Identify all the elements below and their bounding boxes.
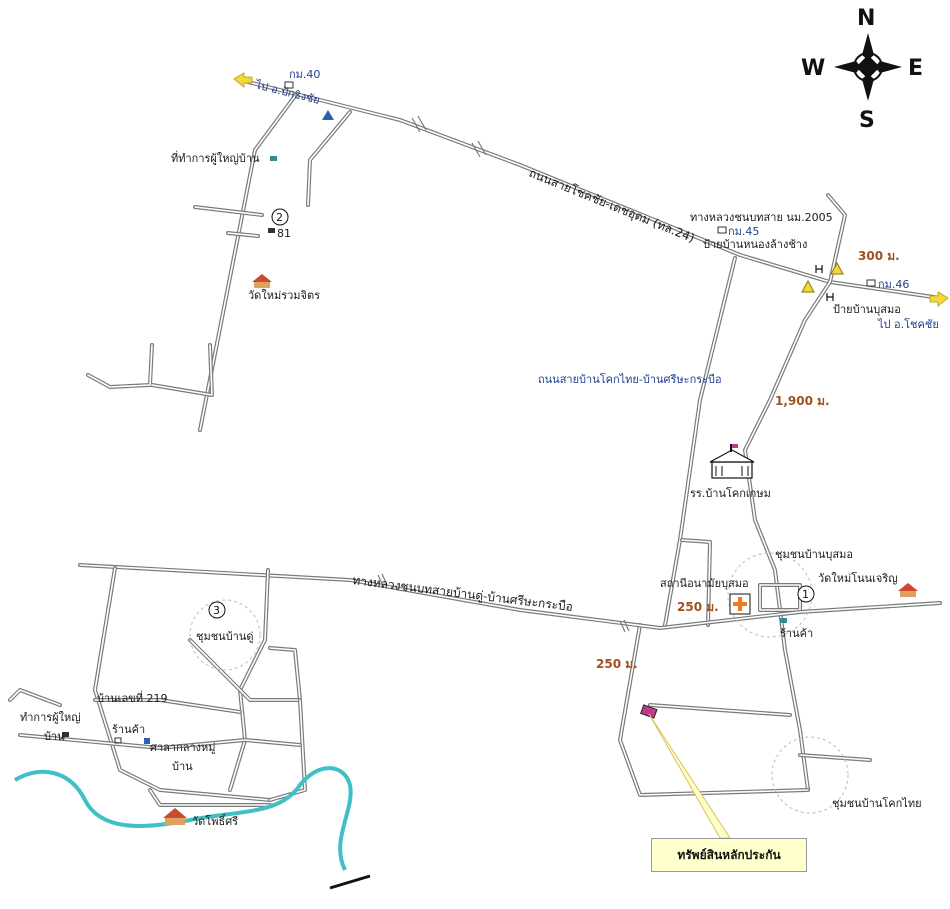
km-post-icon [284, 81, 876, 287]
compass-south: S [859, 108, 875, 133]
compass-west: W [801, 56, 825, 81]
label-health-station: สถานีอนามัยบุสมอ [660, 577, 749, 590]
khok-thai-community-area [771, 736, 849, 814]
collateral-parcel-marker [640, 704, 658, 719]
label-dist-250-a: 250 ม. [677, 600, 719, 614]
marker-circle-3-label: 3 [213, 604, 220, 617]
label-village-head-office-left-1: ทำการผู้ใหญ่ [20, 711, 81, 724]
label-ban-du-community: ชุมชนบ้านดู่ [196, 630, 254, 643]
marker-circle-1 [797, 585, 815, 603]
label-wat-mai-non-charoen: วัดใหม่โนนเจริญ [818, 571, 898, 585]
label-81: 81 [277, 227, 291, 240]
health-station-icon [729, 593, 751, 615]
rural-road-main [78, 563, 942, 633]
label-km45: กม.45 [728, 225, 759, 238]
bus-stop-sign-icon [826, 293, 834, 301]
label-shop-left: ร้านค้า [112, 723, 145, 736]
collateral-callout-label: ทรัพย์สินหลักประกัน [677, 847, 781, 862]
arrow-to-pak-thong-chai-icon [233, 72, 253, 88]
label-shop-right: ร้านค้า [780, 627, 813, 640]
label-wat-mai-ruam-jit: วัดใหม่รวมจิตร [248, 289, 320, 302]
label-school: รร.บ้านโคกเกษม [690, 486, 771, 500]
label-rural-road-2005: ทางหลวงชนบทสาย นม.2005 [690, 211, 833, 224]
arrow-to-chok-chai-icon [929, 291, 949, 307]
compass-rose-icon [834, 33, 902, 101]
highway-24 [238, 78, 942, 300]
label-km46: กม.46 [878, 278, 909, 291]
label-dist-1900: 1,900 ม. [775, 394, 830, 408]
marker-circle-3 [208, 601, 226, 619]
label-dist-300: 300 ม. [858, 249, 900, 263]
warning-triangle-icon [830, 261, 844, 275]
label-highway-name: ถนนสายโชคชัย-เดชอุดม (ทล.24) [527, 166, 697, 246]
marker-circle-2 [271, 208, 289, 226]
label-house-219: บ้านเลขที่ 219 [97, 690, 167, 705]
label-rural-road-main: ทางหลวงชนบทสายบ้านดู่-บ้านศรีษะกระบือ [352, 573, 574, 615]
label-sala-1: ศาลากลางหมู่ [150, 741, 216, 754]
compass-north: N [857, 6, 875, 31]
label-to-chok-chai: ไป อ.โชคชัย [877, 317, 939, 331]
blue-triangle-marker-icon [322, 110, 334, 120]
lower-left-roads [8, 566, 307, 807]
collateral-callout-pointer [648, 713, 731, 839]
compass-east: E [908, 56, 923, 81]
label-sign-nong-lang-chang: ป้ายบ้านหนองล้างช้าง [703, 238, 807, 251]
river [13, 766, 353, 871]
label-sala-2: บ้าน [172, 760, 193, 773]
upper-left-roads [86, 90, 352, 432]
label-sign-bu-samo: ป้ายบ้านบุสมอ [833, 303, 901, 316]
temple-icon [163, 274, 918, 825]
house-icon [62, 156, 787, 744]
label-khok-thai-community: ชุมชนบ้านโคกไทย [832, 796, 922, 810]
school-icon [709, 444, 755, 479]
label-village-head-office-left-2: บ้าน [44, 730, 65, 743]
label-dist-250-b: 250 ม. [596, 657, 638, 671]
marker-circle-2-label: 2 [276, 211, 283, 224]
bus-stop-sign-icon [815, 265, 823, 273]
warning-triangle-icon [801, 279, 815, 293]
label-wat-pho-si: วัดโพธิ์ศรี [192, 813, 238, 828]
marker-circle-1-label: 1 [802, 588, 809, 601]
ban-du-community-area [189, 599, 261, 671]
label-bu-samo-community: ชุมชนบ้านบุสมอ [775, 548, 853, 561]
river-end-segment [329, 874, 371, 890]
label-village-head-office-top: ที่ทำการผู้ใหญ่บ้าน [171, 150, 260, 165]
label-road-khok-thai: ถนนสายบ้านโคกไทย-บ้านศรีษะกระบือ [538, 372, 722, 386]
collateral-callout-box: ทรัพย์สินหลักประกัน [651, 838, 807, 872]
label-km40: กม.40 [289, 68, 320, 81]
